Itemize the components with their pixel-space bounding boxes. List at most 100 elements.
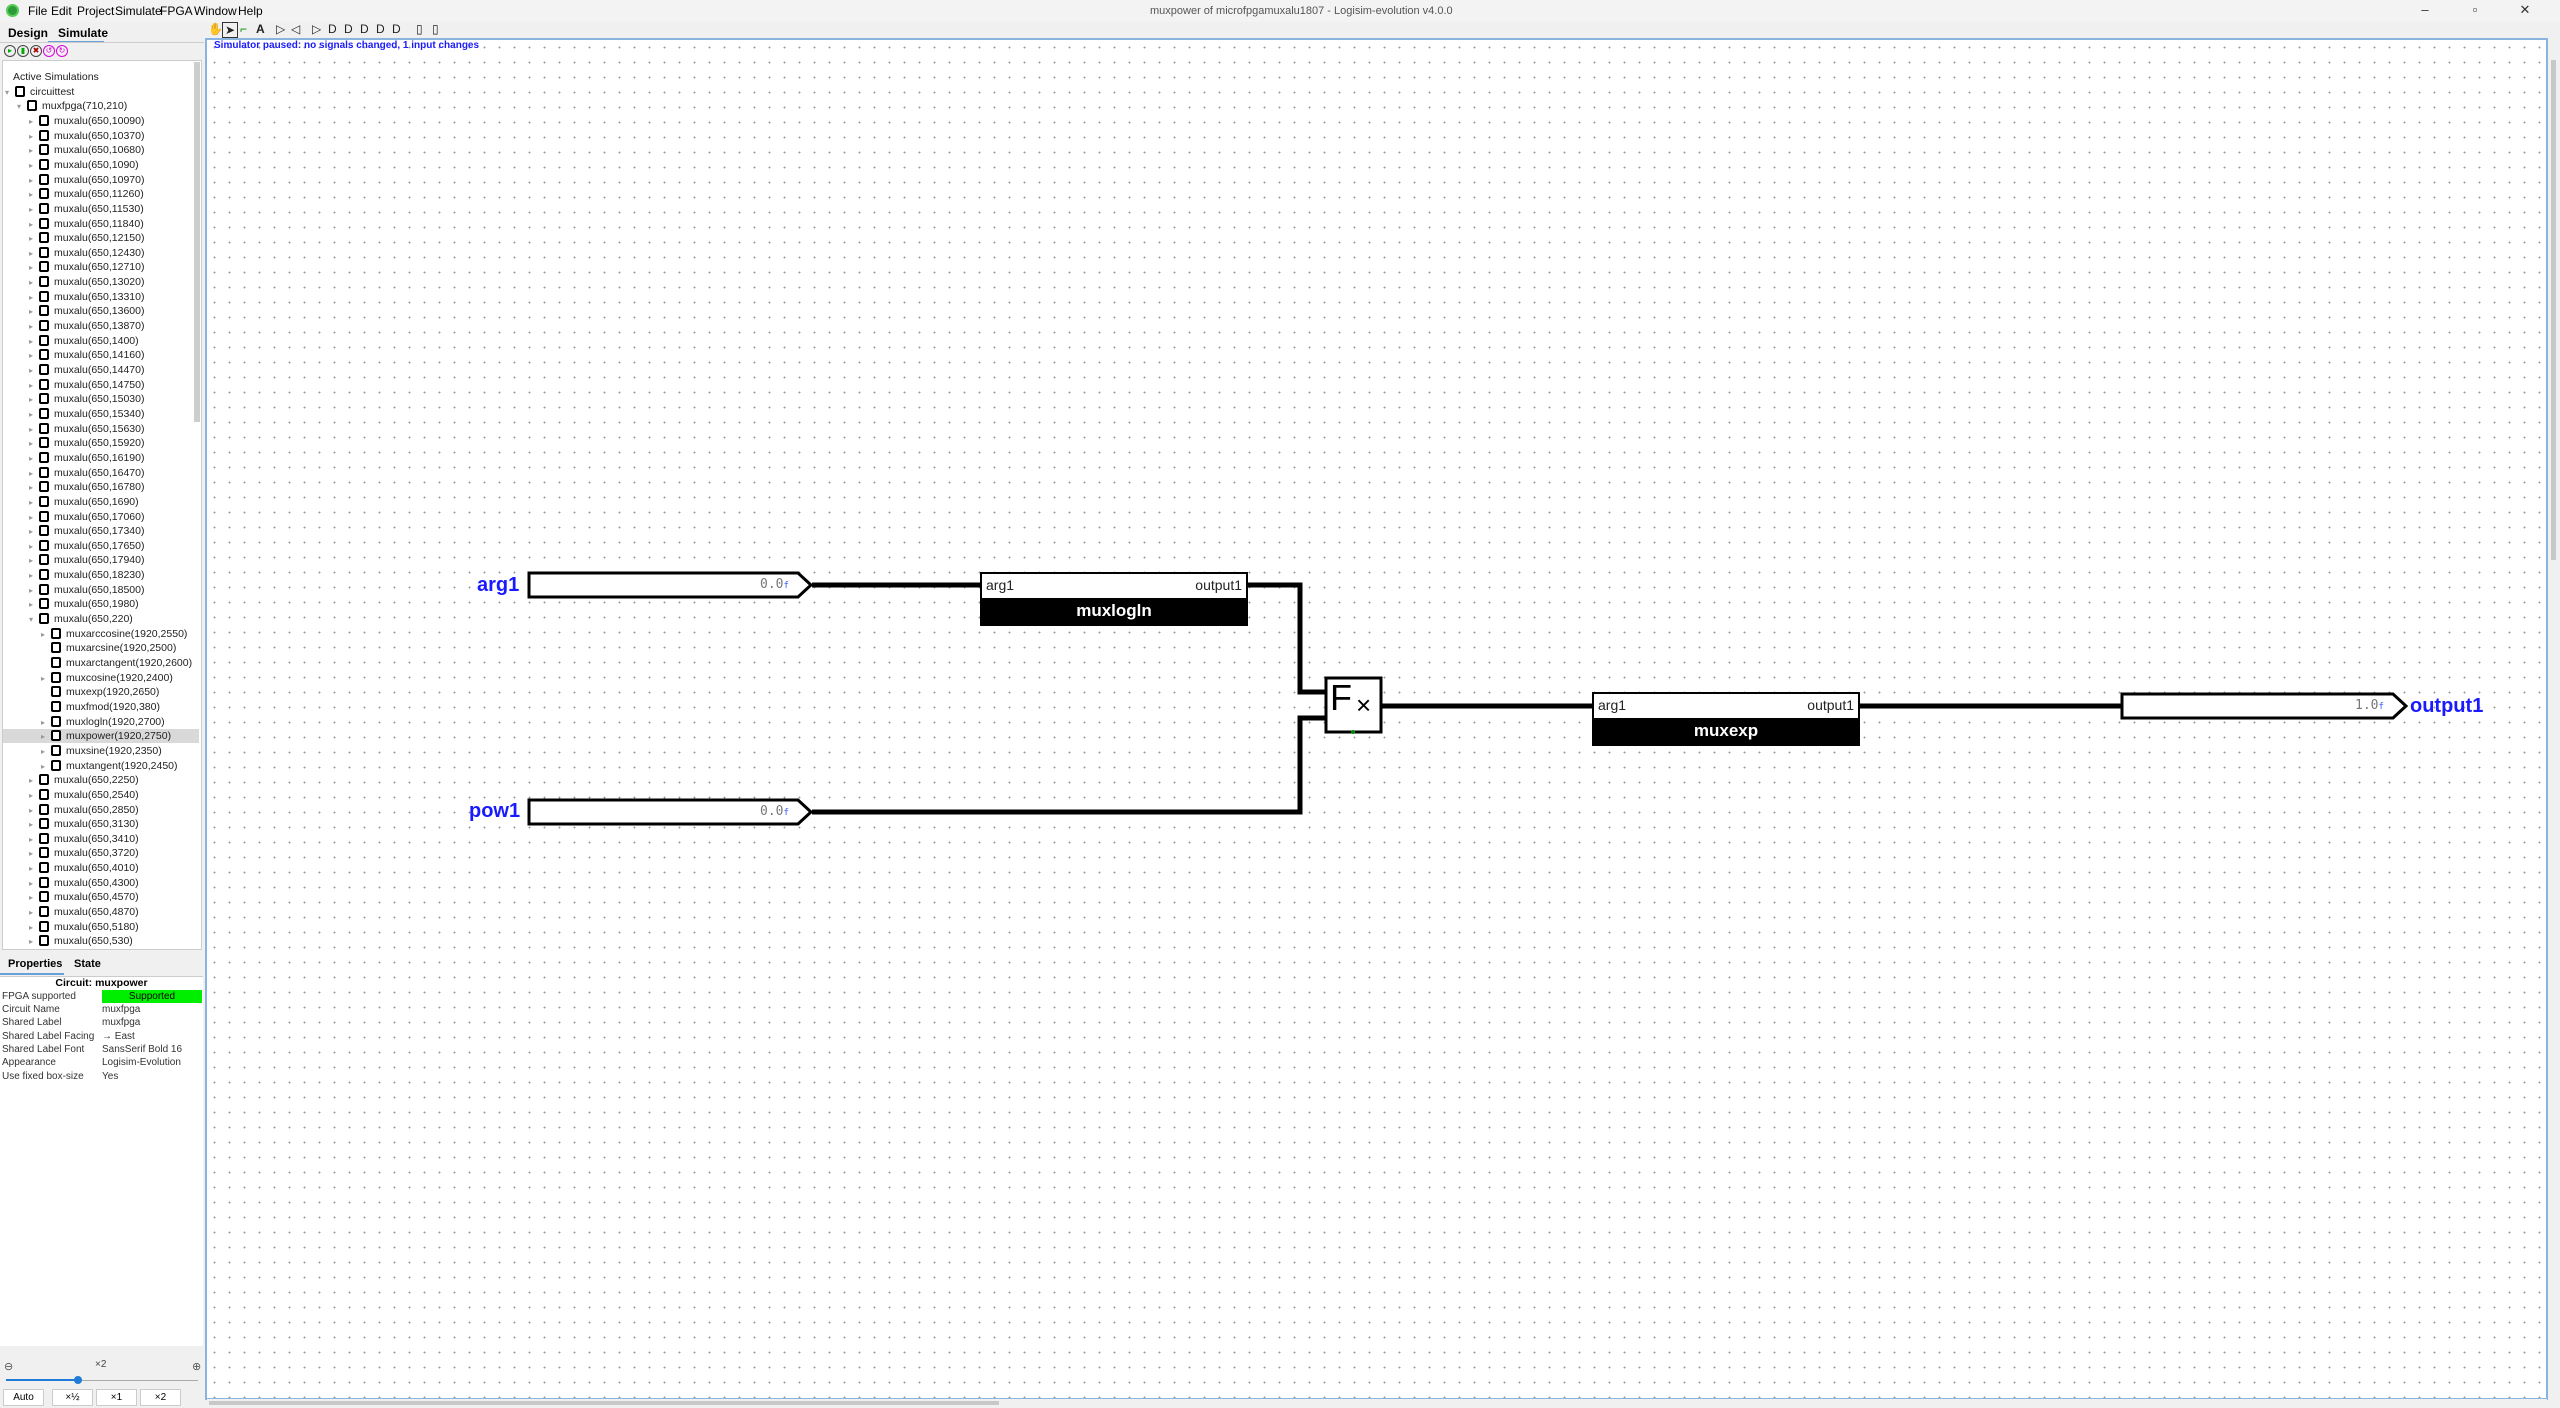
tree-item[interactable]: ▸muxalu(650,14160)	[3, 348, 144, 362]
tree-item-muxfpga[interactable]: ▾muxfpga(710,210)	[3, 99, 127, 113]
expand-arrow-icon[interactable]: ▸	[29, 424, 34, 434]
expand-arrow-icon[interactable]: ▸	[29, 307, 34, 317]
zoom-in-icon[interactable]: ⊕	[192, 1361, 202, 1373]
zoom-2x-button[interactable]: ×2	[140, 1389, 181, 1406]
fixed-box-size-value[interactable]: Yes	[102, 1071, 119, 1082]
tick-enable-icon[interactable]: ↻	[56, 45, 68, 57]
pin-value-arg1[interactable]: 0.0f	[760, 577, 789, 592]
expand-arrow-icon[interactable]: ▸	[29, 439, 34, 449]
tab-design[interactable]: Design	[8, 26, 49, 40]
expand-arrow-icon[interactable]: ▸	[29, 527, 34, 537]
maximize-button[interactable]: ▫	[2472, 2, 2478, 17]
tree-item[interactable]: ▸muxalu(650,10370)	[3, 129, 144, 143]
expand-arrow-icon[interactable]: ▸	[29, 263, 34, 273]
zoom-auto-button[interactable]: Auto	[3, 1389, 44, 1406]
tree-item[interactable]: ▸muxalu(650,18230)	[3, 568, 144, 582]
tick-once-icon[interactable]: ↺	[43, 45, 55, 57]
tab-simulate[interactable]: Simulate	[58, 26, 109, 40]
expand-arrow-icon[interactable]: ▸	[29, 116, 34, 126]
minimize-button[interactable]: –	[2421, 2, 2429, 17]
simulation-tree[interactable]: Active Simulations▾circuittest▾muxfpga(7…	[2, 60, 202, 950]
expand-arrow-icon[interactable]: ▸	[41, 746, 46, 756]
tree-item[interactable]: ▸muxalu(650,16780)	[3, 480, 144, 494]
tree-item[interactable]: ▸muxalu(650,14470)	[3, 363, 144, 377]
tree-item[interactable]: ▸muxalu(650,10680)	[3, 143, 144, 157]
label-facing-value[interactable]: → East	[102, 1031, 135, 1042]
tree-item-circuittest[interactable]: ▾circuittest	[3, 85, 74, 99]
tree-item[interactable]: ▸muxalu(650,16190)	[3, 451, 144, 465]
menu-file[interactable]: File	[28, 4, 48, 18]
tree-child-item[interactable]: muxarctangent(1920,2600)	[3, 656, 192, 670]
shared-label-value[interactable]: muxfpga	[102, 1017, 141, 1028]
circuit-name-value[interactable]: muxfpga	[102, 1004, 141, 1015]
tree-item[interactable]: ▸muxalu(650,14750)	[3, 378, 144, 392]
menu-help[interactable]: Help	[238, 4, 263, 18]
menu-edit[interactable]: Edit	[51, 4, 72, 18]
tree-child-item[interactable]: ▸muxsine(1920,2350)	[3, 744, 162, 758]
expand-arrow-icon[interactable]: ▸	[29, 234, 34, 244]
tree-item[interactable]: ▸muxalu(650,11840)	[3, 217, 144, 231]
expand-arrow-icon[interactable]: ▸	[29, 585, 34, 595]
tree-scrollbar[interactable]	[194, 62, 200, 422]
sim-reset-icon[interactable]: ✖	[30, 45, 42, 57]
zoom-slider-handle[interactable]	[74, 1376, 82, 1384]
tree-child-item[interactable]: ▸muxpower(1920,2750)	[3, 729, 199, 744]
tree-child-item[interactable]: ▸muxlogln(1920,2700)	[3, 715, 165, 729]
not-gate-icon[interactable]: ▷	[312, 22, 322, 36]
tree-item[interactable]: ▸muxalu(650,15340)	[3, 407, 144, 421]
tree-child-item[interactable]: ▸muxarccosine(1920,2550)	[3, 627, 187, 641]
collapse-arrow-icon[interactable]: ▾	[17, 102, 22, 112]
expand-arrow-icon[interactable]: ▸	[29, 204, 34, 214]
expand-arrow-icon[interactable]: ▸	[41, 732, 46, 742]
expand-arrow-icon[interactable]: ▸	[29, 937, 34, 947]
tree-item[interactable]: ▸muxalu(650,11530)	[3, 202, 144, 216]
close-button[interactable]: ✕	[2519, 2, 2531, 17]
tree-item[interactable]: ▸muxalu(650,4300)	[3, 876, 139, 890]
and-gate-icon[interactable]: D	[328, 22, 337, 36]
select-tool-icon[interactable]: ➤	[222, 22, 239, 38]
label-font-value[interactable]: SansSerif Bold 16	[102, 1044, 183, 1055]
tree-item[interactable]: ▸muxalu(650,3720)	[3, 846, 139, 860]
expand-arrow-icon[interactable]: ▸	[29, 409, 34, 419]
expand-arrow-icon[interactable]: ▸	[29, 849, 34, 859]
tree-item[interactable]: ▸muxalu(650,1690)	[3, 495, 139, 509]
collapse-arrow-icon[interactable]: ▾	[29, 615, 34, 625]
tree-item[interactable]: ▸muxalu(650,530)	[3, 934, 133, 948]
circuit-canvas[interactable]	[205, 38, 2548, 1400]
xor-gate-icon[interactable]: D	[360, 22, 369, 36]
expand-arrow-icon[interactable]: ▸	[41, 717, 46, 727]
expand-arrow-icon[interactable]: ▸	[29, 248, 34, 258]
tree-item[interactable]: ▸muxalu(650,1400)	[3, 334, 139, 348]
zoom-1x-button[interactable]: ×1	[96, 1389, 137, 1406]
tree-item[interactable]: ▸muxalu(650,13020)	[3, 275, 144, 289]
expand-arrow-icon[interactable]: ▸	[29, 922, 34, 932]
tree-item[interactable]: ▸muxalu(650,15030)	[3, 392, 144, 406]
add-circuit-icon[interactable]: ▯	[416, 22, 423, 36]
text-tool-icon[interactable]: A	[256, 22, 265, 36]
tree-item[interactable]: ▸muxalu(650,5460)	[3, 949, 139, 950]
tree-item[interactable]: ▸muxalu(650,11260)	[3, 187, 144, 201]
expand-arrow-icon[interactable]: ▸	[29, 453, 34, 463]
tree-item[interactable]: ▸muxalu(650,13310)	[3, 290, 144, 304]
tree-header[interactable]: Active Simulations	[3, 70, 99, 84]
tree-item[interactable]: ▸muxalu(650,4570)	[3, 890, 139, 904]
tree-item[interactable]: ▸muxalu(650,4870)	[3, 905, 139, 919]
expand-arrow-icon[interactable]: ▸	[29, 878, 34, 888]
expand-arrow-icon[interactable]: ▸	[29, 600, 34, 610]
tab-state[interactable]: State	[74, 958, 101, 970]
expand-arrow-icon[interactable]: ▸	[29, 893, 34, 903]
nor-gate-icon[interactable]: D	[392, 22, 401, 36]
expand-arrow-icon[interactable]: ▸	[29, 160, 34, 170]
expand-arrow-icon[interactable]: ▸	[29, 366, 34, 375]
expand-arrow-icon[interactable]: ▸	[29, 351, 34, 361]
tree-item[interactable]: ▸muxalu(650,1090)	[3, 158, 139, 172]
horizontal-scroll-thumb[interactable]	[209, 1401, 999, 1405]
expand-arrow-icon[interactable]: ▸	[29, 790, 34, 800]
expand-arrow-icon[interactable]: ▸	[29, 146, 34, 156]
expand-arrow-icon[interactable]: ▸	[29, 820, 34, 830]
tree-item[interactable]: ▸muxalu(650,12430)	[3, 246, 144, 260]
tree-item[interactable]: ▸muxalu(650,15920)	[3, 436, 144, 450]
tree-item[interactable]: ▸muxalu(650,17060)	[3, 510, 144, 524]
expand-arrow-icon[interactable]: ▸	[29, 908, 34, 918]
zoom-slider-track[interactable]	[6, 1380, 198, 1381]
